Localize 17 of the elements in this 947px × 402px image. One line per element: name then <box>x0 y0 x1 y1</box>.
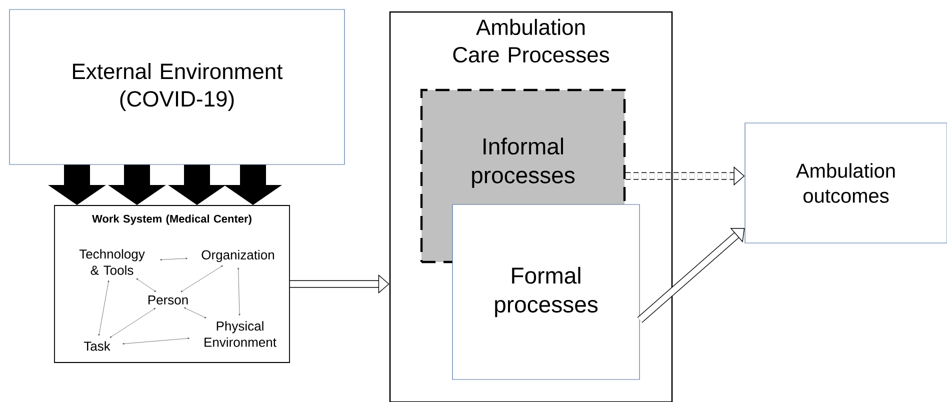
arrow <box>98 280 110 336</box>
element-label: Task <box>84 341 110 351</box>
hollow-arrow <box>637 228 745 323</box>
process-box: Ambulation outcomes <box>744 122 947 244</box>
arrow <box>238 268 240 316</box>
process-box: Formal processes <box>452 204 640 380</box>
arrow <box>180 265 223 292</box>
element-label: Organization <box>202 250 274 262</box>
element-label: Physical Environment <box>204 321 276 347</box>
arrow <box>184 307 206 318</box>
element-label: Technology & Tools <box>79 249 145 275</box>
arrow <box>160 258 188 260</box>
process-box: External Environment (COVID-19) <box>9 9 345 165</box>
arrow <box>136 278 156 292</box>
element-label: Person <box>148 295 188 305</box>
arrow <box>122 338 190 344</box>
arrow <box>110 308 156 338</box>
